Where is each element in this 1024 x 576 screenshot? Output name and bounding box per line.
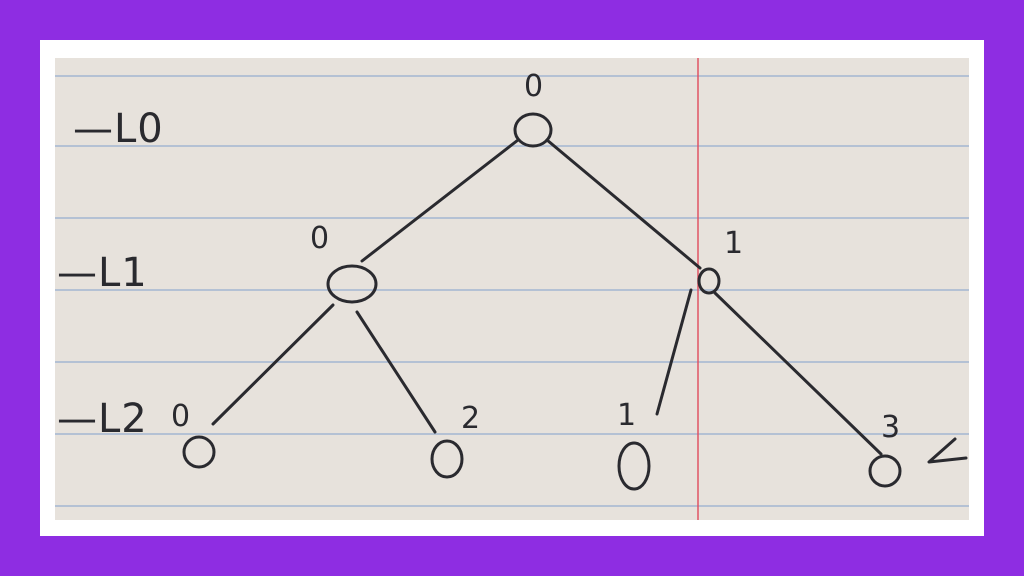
edge-l1-left-l2-a bbox=[211, 303, 335, 426]
node-l2-c bbox=[617, 441, 651, 491]
level-label-l1: —L1 bbox=[57, 250, 148, 296]
edge-l1-right-l2-d bbox=[713, 291, 883, 456]
node-l2-a bbox=[182, 435, 216, 469]
node-l2-d bbox=[868, 454, 902, 488]
node-l1-left bbox=[326, 264, 378, 304]
node-label-l2-c: 1 bbox=[617, 398, 636, 433]
tree-edges bbox=[211, 138, 883, 456]
level-label-l2: —L2 bbox=[57, 396, 148, 442]
node-label-l1-left: 0 bbox=[310, 221, 329, 256]
node-label-l2-a: 0 bbox=[171, 399, 190, 434]
node-label-l2-b: 2 bbox=[461, 401, 480, 436]
node-label-l2-d: 3 bbox=[881, 410, 900, 445]
edge-l1-right-l2-c bbox=[655, 288, 693, 416]
node-label-l1-right: 1 bbox=[724, 226, 743, 261]
node-l2-b bbox=[430, 439, 464, 479]
level-label-l0: —L0 bbox=[73, 106, 164, 152]
edge-root-l1-right bbox=[545, 138, 702, 270]
arrow-mark-icon bbox=[927, 437, 968, 464]
node-l1-right bbox=[697, 267, 721, 295]
edge-l1-left-l2-b bbox=[355, 310, 437, 434]
tree-diagram: —L0 —L1 —L2 0 0 1 0 2 1 3 bbox=[55, 58, 969, 520]
edge-root-l1-left bbox=[360, 138, 520, 263]
node-label-root: 0 bbox=[524, 69, 543, 104]
ruled-lines bbox=[55, 75, 969, 507]
tree-nodes bbox=[182, 112, 902, 491]
node-root bbox=[513, 112, 553, 148]
notebook-paper: —L0 —L1 —L2 0 0 1 0 2 1 3 bbox=[55, 58, 969, 520]
